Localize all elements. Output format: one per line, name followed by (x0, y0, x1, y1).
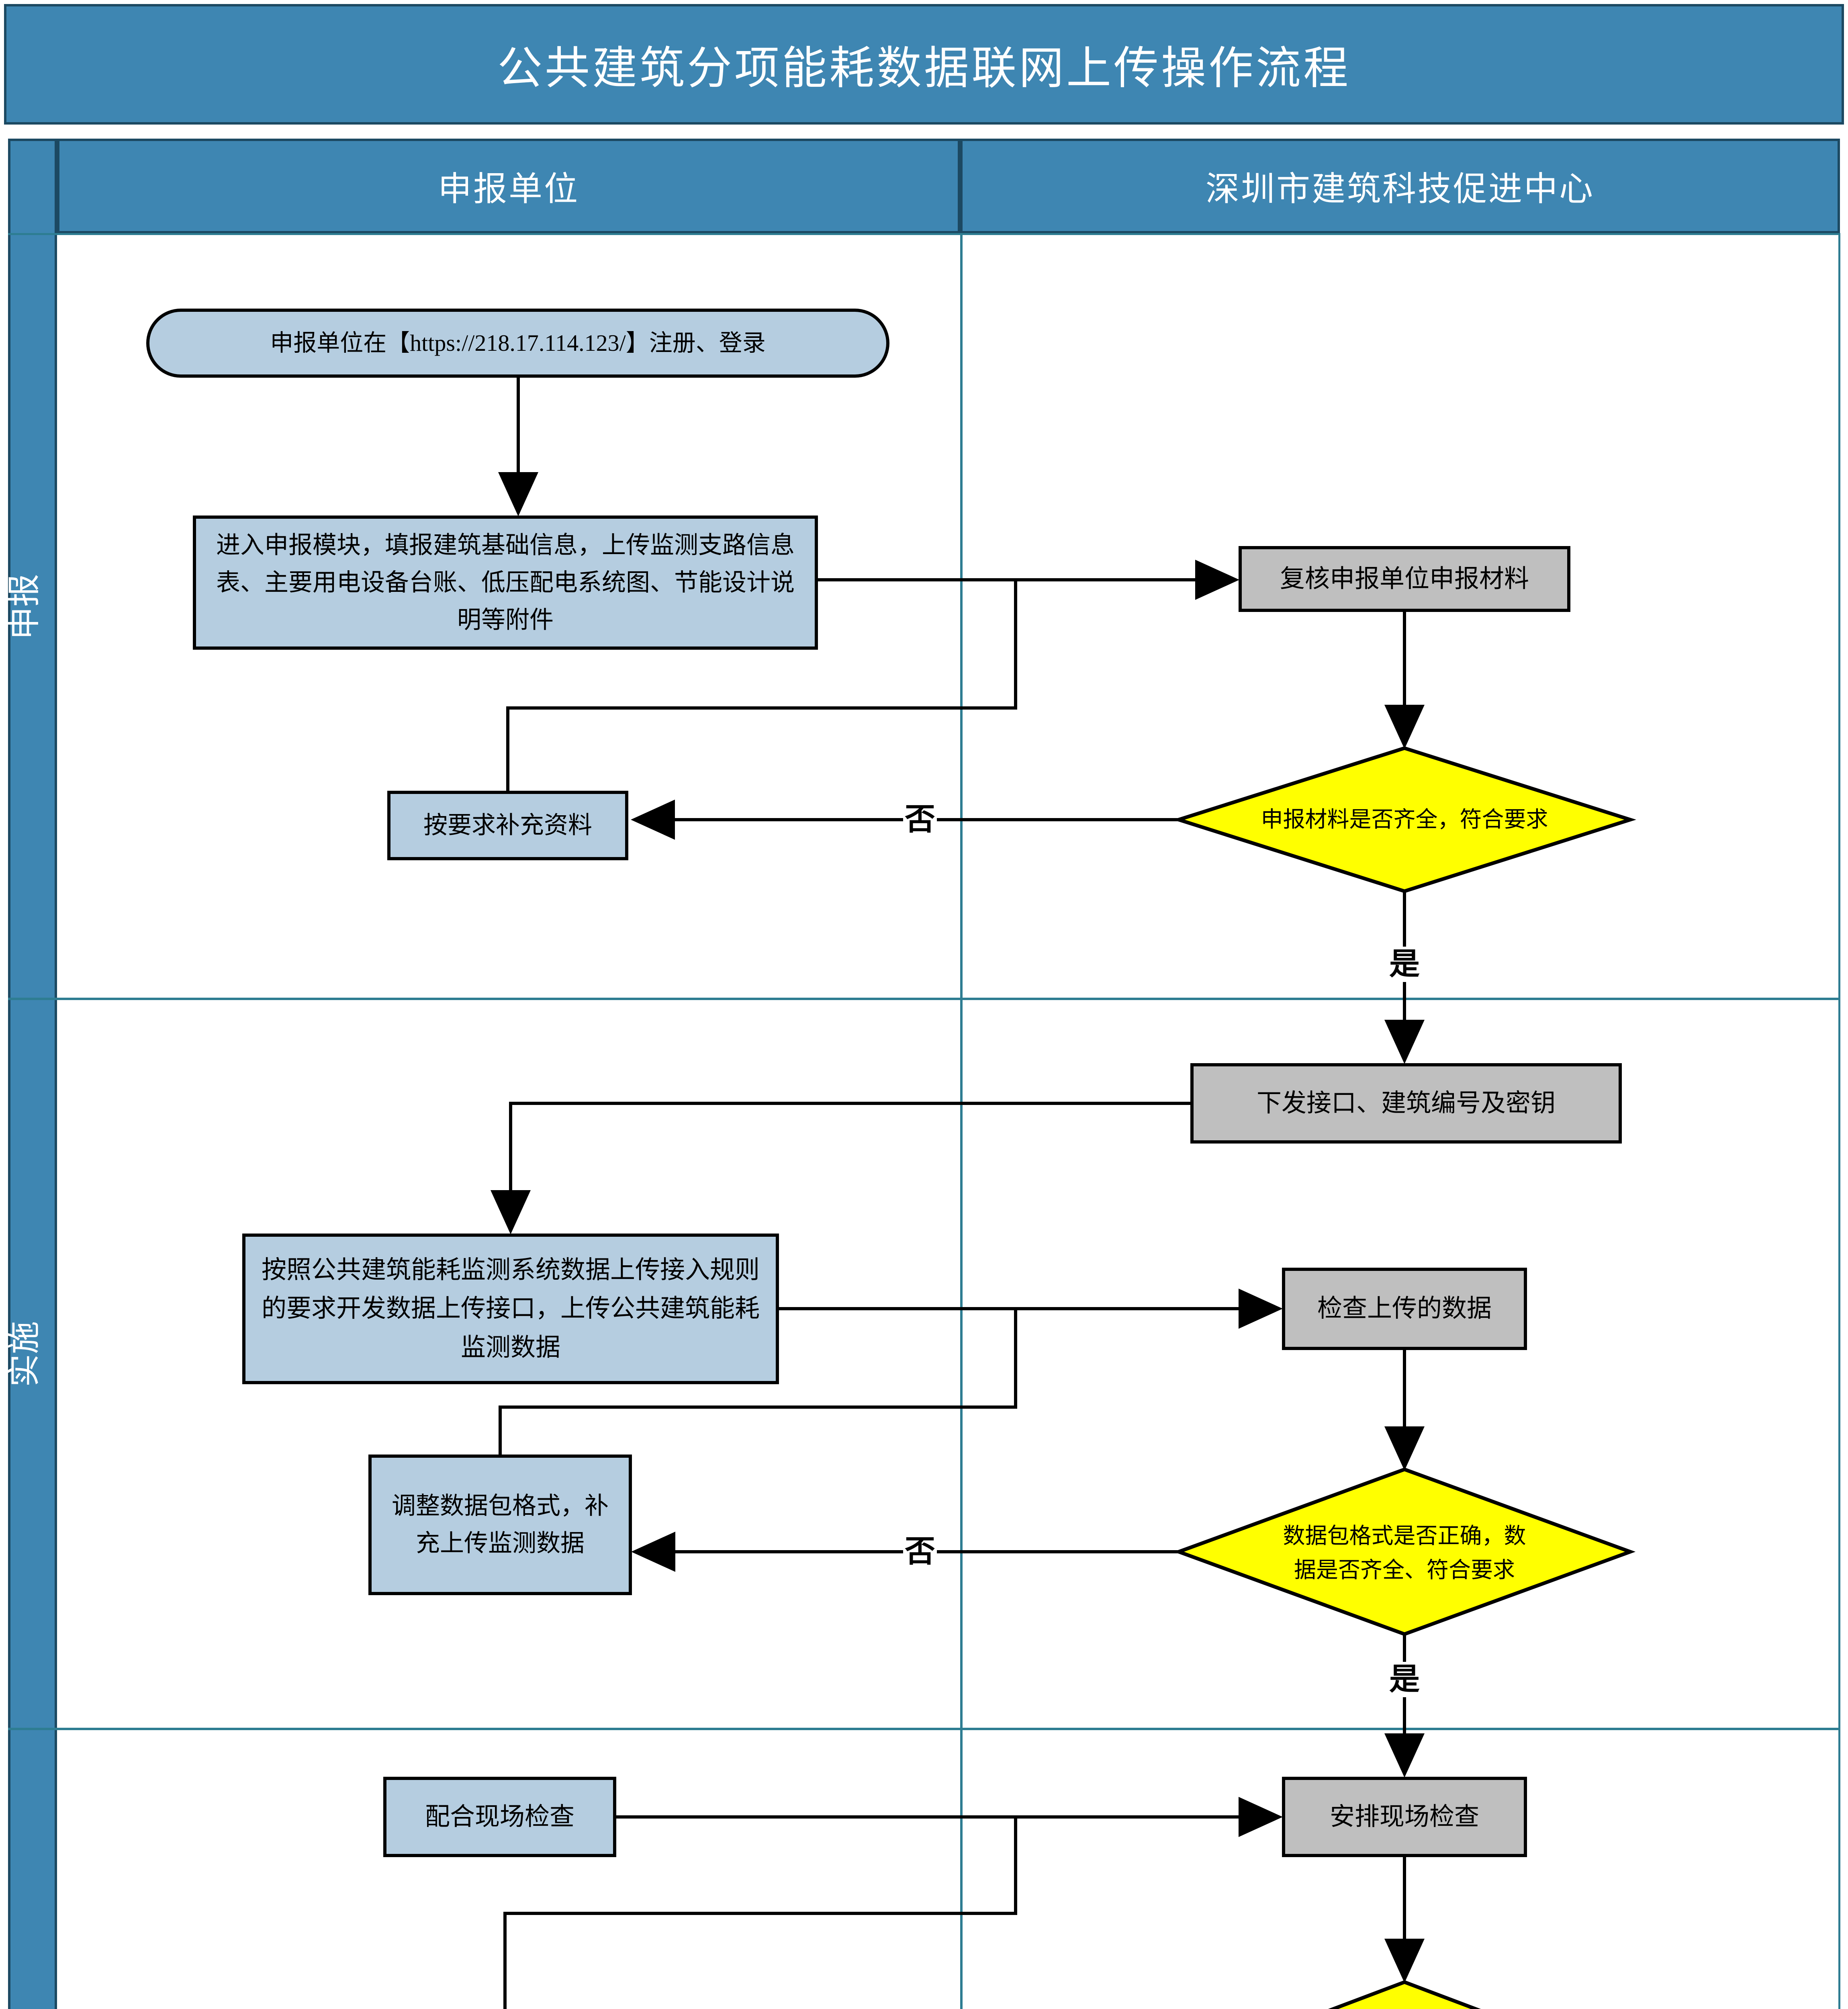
node-review-materials: 复核申报单位申报材料 (1239, 546, 1570, 612)
node-develop-interface: 按照公共建筑能耗监测系统数据上传接入规则的要求开发数据上传接口，上传公共建筑能耗… (242, 1234, 779, 1384)
row-divider-2 (8, 1728, 1840, 1730)
feedback-supplement-to-review (506, 580, 1017, 791)
label-yes-2: 是 (1388, 1662, 1421, 1697)
header-bottom-divider (8, 233, 1840, 235)
node-check-data: 检查上传的数据 (1282, 1268, 1527, 1350)
page-title: 公共建筑分项能耗数据联网上传操作流程 (4, 4, 1844, 125)
arrow-issue-keys-to-develop (491, 1102, 1190, 1234)
node-supplement-materials: 按要求补充资料 (387, 791, 628, 860)
decision2-diamond (1173, 1467, 1636, 1636)
lane-header-promotion-center: 深圳市建筑科技促进中心 (960, 139, 1840, 233)
decision2-text: 数据包格式是否正确，数据是否齐全、符合要求 (1283, 1523, 1526, 1582)
label-no-1: 否 (903, 802, 937, 837)
label-no-2: 否 (903, 1534, 937, 1569)
decision1-text: 申报材料是否齐全，符合要求 (1261, 807, 1548, 832)
row-divider-1 (8, 998, 1840, 1000)
node-adjust-format: 调整数据包格式，补充上传监测数据 (368, 1455, 632, 1595)
lane-header-declaring-unit: 申报单位 (57, 139, 960, 233)
node-fill-info: 进入申报模块，填报建筑基础信息，上传监测支路信息表、主要用电设备台账、低压配电系… (193, 516, 818, 650)
node-start: 申报单位在【https://218.17.114.123/】注册、登录 (146, 309, 889, 378)
right-border (1838, 233, 1840, 2009)
label-yes-1: 是 (1388, 947, 1421, 982)
node-cooperate-inspection: 配合现场检查 (383, 1777, 616, 1857)
node-arrange-inspection: 安排现场检查 (1282, 1777, 1527, 1857)
node-issue-keys: 下发接口、建筑编号及密钥 (1190, 1063, 1622, 1144)
feedback-rectify-to-arrange (503, 1817, 1017, 2009)
decision1-diamond (1173, 746, 1636, 893)
feedback-adjust-to-check (499, 1309, 1017, 1455)
phase-sidebar (8, 139, 57, 2009)
column-divider (960, 233, 963, 2009)
decision3-diamond (1328, 1980, 1481, 2009)
